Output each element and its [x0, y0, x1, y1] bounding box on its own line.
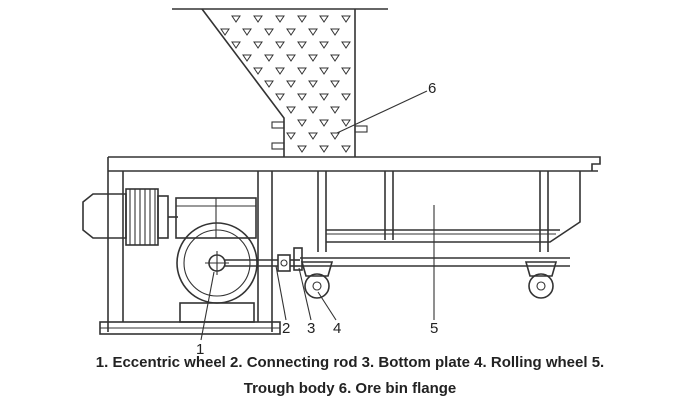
- caption-line-2: Trough body 6. Ore bin flange: [243, 380, 457, 397]
- ore-mark: [341, 15, 351, 23]
- callout-6: 6: [428, 80, 436, 97]
- ore-mark: [242, 54, 252, 62]
- eccentric-wheel: [176, 222, 258, 323]
- ore-mark: [319, 145, 329, 153]
- connecting-rod: [225, 254, 300, 272]
- ore-mark: [275, 15, 285, 23]
- callout-2: 2: [282, 320, 290, 337]
- ore-mark: [330, 54, 340, 62]
- ore-mark: [341, 41, 351, 49]
- ore-mark: [308, 106, 318, 114]
- ore-mark: [319, 67, 329, 75]
- ore-bin: [172, 8, 388, 157]
- callout-3: 3: [307, 320, 315, 337]
- leader-lines: [200, 90, 435, 341]
- motor: [82, 188, 178, 246]
- ore-mark: [341, 93, 351, 101]
- feeder-diagram: 1 2 3 4 5 6: [82, 8, 601, 358]
- ore-mark: [330, 106, 340, 114]
- ore-mark: [297, 119, 307, 127]
- callout-5: 5: [430, 320, 438, 337]
- callout-4: 4: [333, 320, 341, 337]
- ore-mark: [297, 145, 307, 153]
- ore-mark: [297, 93, 307, 101]
- main-frame: [99, 156, 601, 335]
- ore-mark: [319, 41, 329, 49]
- rolling-wheel-front: [300, 261, 334, 299]
- ore-mark: [286, 106, 296, 114]
- ore-mark: [308, 54, 318, 62]
- bottom-plate: [293, 247, 303, 271]
- callout-1: 1: [196, 341, 204, 358]
- ore-mark: [286, 54, 296, 62]
- ore-mark: [231, 41, 241, 49]
- ore-mark: [330, 80, 340, 88]
- ore-mark: [330, 28, 340, 36]
- trough-body: [300, 171, 581, 267]
- ore-mark: [308, 28, 318, 36]
- reducer: [175, 197, 257, 239]
- ore-mark: [330, 132, 340, 140]
- ore-mark: [319, 93, 329, 101]
- ore-mark: [253, 15, 263, 23]
- ore-mark: [264, 80, 274, 88]
- ore-mark: [275, 41, 285, 49]
- ore-mark: [264, 54, 274, 62]
- ore-mark: [253, 67, 263, 75]
- ore-mark: [242, 28, 252, 36]
- ore-mark: [275, 93, 285, 101]
- caption-line-1: 1. Eccentric wheel 2. Connecting rod 3. …: [95, 354, 605, 371]
- ore-mark: [286, 132, 296, 140]
- ore-bin-flange: [271, 121, 368, 150]
- ore-mark: [220, 28, 230, 36]
- ore-mark: [341, 67, 351, 75]
- ore-mark: [308, 132, 318, 140]
- ore-mark: [297, 15, 307, 23]
- ore-mark: [319, 15, 329, 23]
- ore-mark: [253, 41, 263, 49]
- ore-mark: [286, 28, 296, 36]
- ore-mark: [319, 119, 329, 127]
- ore-mark: [286, 80, 296, 88]
- ore-mark: [297, 67, 307, 75]
- ore-mark: [308, 80, 318, 88]
- ore-mark: [264, 28, 274, 36]
- ore-texture: [220, 15, 351, 153]
- figure-caption: 1. Eccentric wheel 2. Connecting rod 3. …: [0, 350, 700, 402]
- ore-mark: [231, 15, 241, 23]
- ore-mark: [297, 41, 307, 49]
- rolling-wheel-rear: [524, 261, 558, 299]
- ore-mark: [341, 119, 351, 127]
- ore-mark: [341, 145, 351, 153]
- ore-mark: [275, 67, 285, 75]
